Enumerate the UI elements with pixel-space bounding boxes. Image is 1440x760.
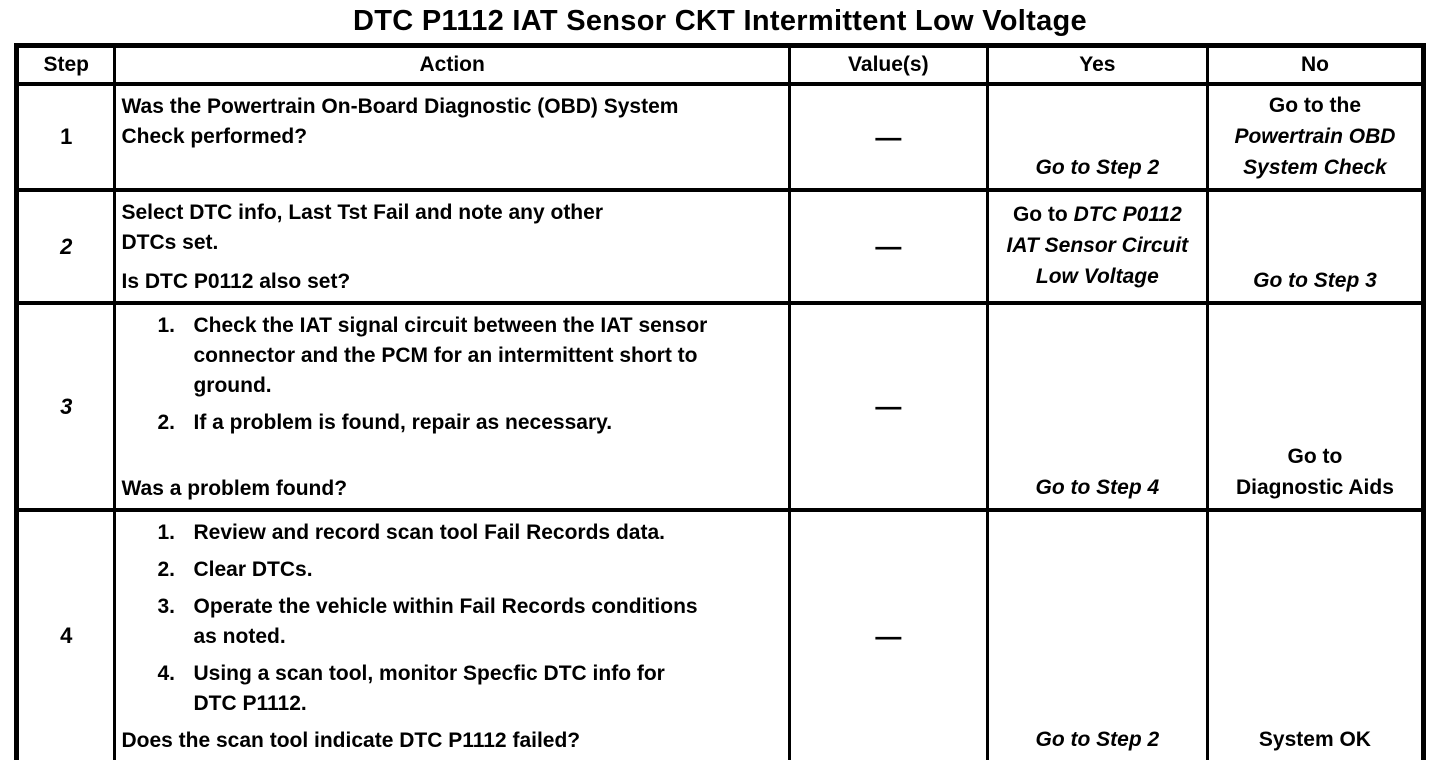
action-list-item: 4. Using a scan tool, monitor Specfic DT… [121,659,779,719]
header-no: No [1205,43,1426,86]
action-cell: Select DTC info, Last Tst Fail and note … [113,188,791,305]
action-list-item: 3. Operate the vehicle within Fail Recor… [121,592,779,652]
yes-cell: Go to DTC P0112 IAT Sensor Circuit Low V… [985,188,1209,305]
list-number: 2. [157,411,175,434]
dtc-diagnostic-table: Step Action Value(s) Yes No 1 Was the Po… [14,43,1426,760]
list-number: 1. [157,521,175,544]
yes-text: Go to Step 4 [1035,476,1160,499]
step-number: 4 [14,508,117,760]
no-text-line: System Check [1243,155,1387,179]
table-row-step-4: 4 1. Review and record scan tool Fail Re… [14,508,1426,760]
yes-text-prefix: Go to [1012,203,1074,226]
no-cell: System OK [1205,508,1426,760]
list-text: If a problem is found, repair as necessa… [193,411,613,434]
value-cell: — [787,188,989,305]
action-list-item: 2. If a problem is found, repair as nece… [121,408,779,438]
action-question: Is DTC P0112 also set? [121,270,351,293]
action-question: Was a problem found? [121,477,348,500]
header-values: Value(s) [787,43,989,86]
yes-text: Go to Step 2 [1035,728,1160,751]
yes-text-ref: DTC P0112 [1073,203,1182,226]
list-number: 3. [157,595,175,618]
action-list-item: 2. Clear DTCs. [121,555,779,585]
yes-text: Go to Step 2 [1035,156,1160,179]
yes-cell: Go to Step 4 [985,301,1209,512]
action-text: Select DTC info, Last Tst Fail and note … [121,201,603,254]
no-text-line: Powertrain OBD [1234,124,1396,148]
step-number: 3 [14,301,117,512]
value-cell: — [787,301,989,512]
list-number: 2. [157,558,175,581]
value-cell: — [787,82,989,192]
no-cell: Go to Diagnostic Aids [1205,301,1426,512]
header-action: Action [113,43,791,86]
header-step: Step [14,43,117,86]
list-text: Check the IAT signal circuit between the… [193,314,708,397]
table-header-row: Step Action Value(s) Yes No [14,43,1426,86]
page-title: DTC P1112 IAT Sensor CKT Intermittent Lo… [353,5,1087,37]
no-text-line: Go to [1287,445,1343,468]
yes-text-line: IAT Sensor Circuit [1006,234,1189,257]
no-text: Go to Step 3 [1253,269,1377,292]
table-row-step-1: 1 Was the Powertrain On-Board Diagnostic… [14,82,1426,192]
header-yes: Yes [985,43,1209,86]
list-text: Review and record scan tool Fail Records… [193,521,665,544]
no-cell: Go to the Powertrain OBD System Check [1205,82,1426,192]
table-row-step-2: 2 Select DTC info, Last Tst Fail and not… [14,188,1426,305]
action-text: Was the Powertrain On-Board Diagnostic (… [121,95,679,148]
action-list-item: 1. Check the IAT signal circuit between … [121,311,779,401]
list-text: Clear DTCs. [193,558,313,581]
no-text: System OK [1258,728,1371,751]
action-question: Does the scan tool indicate DTC P1112 fa… [121,729,581,752]
yes-text-line: Go to DTC P0112 [993,199,1202,230]
step-number: 2 [14,188,117,305]
no-cell: Go to Step 3 [1205,188,1426,305]
yes-cell: Go to Step 2 [985,82,1209,192]
list-number: 4. [157,662,175,685]
action-cell: Was the Powertrain On-Board Diagnostic (… [113,82,791,192]
yes-cell: Go to Step 2 [985,508,1209,760]
no-text-line: Diagnostic Aids [1235,476,1394,499]
list-text: Operate the vehicle within Fail Records … [193,595,698,648]
step-number: 1 [14,82,117,192]
action-list-item: 1. Review and record scan tool Fail Reco… [121,518,779,548]
table-row-step-3: 3 1. Check the IAT signal circuit betwee… [14,301,1426,512]
list-text: Using a scan tool, monitor Specfic DTC i… [193,662,665,715]
action-cell: 1. Check the IAT signal circuit between … [113,301,791,512]
yes-text-line: Low Voltage [1035,265,1159,288]
value-cell: — [787,508,989,760]
action-cell: 1. Review and record scan tool Fail Reco… [113,508,791,760]
list-number: 1. [157,314,175,337]
no-text-line: Go to the [1268,93,1362,117]
